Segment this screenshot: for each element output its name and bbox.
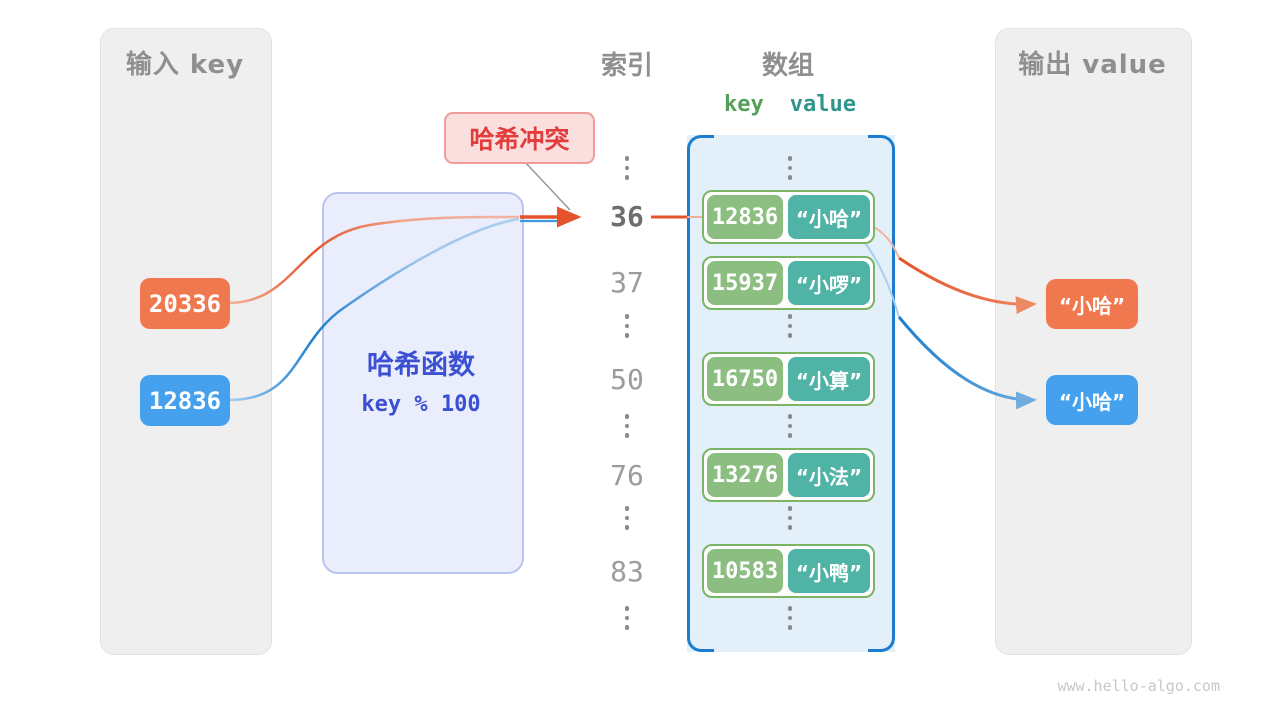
collision-label: 哈希冲突 [444, 112, 595, 164]
output-panel [995, 28, 1192, 655]
hash-function-box [322, 192, 524, 574]
array-row-key: 12836 [707, 195, 783, 239]
index-37: 37 [610, 266, 644, 299]
output-panel-title: 输出 value [1018, 50, 1167, 80]
array-key-header: key [724, 92, 764, 117]
index-36: 36 [610, 200, 644, 233]
array-row-key: 10583 [707, 549, 783, 593]
output-value-blue: “小哈” [1046, 375, 1138, 425]
array-ellipsis-icon [780, 606, 800, 630]
output-value-orange: “小哈” [1046, 279, 1138, 329]
array-value-header: value [789, 92, 856, 117]
array-row-key: 15937 [707, 261, 783, 305]
array-left-bracket [687, 135, 714, 652]
array-row-2: 16750 “小算” [702, 352, 875, 406]
array-row-value: “小法” [788, 453, 870, 497]
array-row-value: “小啰” [788, 261, 870, 305]
array-ellipsis-icon [780, 506, 800, 530]
input-panel-title: 输入 key [125, 50, 245, 80]
index-ellipsis-icon [617, 606, 637, 630]
array-ellipsis-icon [780, 314, 800, 338]
index-ellipsis-icon [617, 314, 637, 338]
array-ellipsis-icon [780, 414, 800, 438]
array-row-3: 13276 “小法” [702, 448, 875, 502]
array-row-key: 13276 [707, 453, 783, 497]
array-row-1: 15937 “小啰” [702, 256, 875, 310]
array-row-key: 16750 [707, 357, 783, 401]
index-50: 50 [610, 363, 644, 396]
array-title: 数组 [761, 51, 814, 81]
index-83: 83 [610, 555, 644, 588]
input-key-20336: 20336 [140, 278, 230, 329]
array-row-4: 10583 “小鸭” [702, 544, 875, 598]
array-right-bracket [868, 135, 895, 652]
array-row-value: “小哈” [788, 195, 870, 239]
array-row-value: “小算” [788, 357, 870, 401]
array-row-0: 12836 “小哈” [702, 190, 875, 244]
input-key-12836: 12836 [140, 375, 230, 426]
input-panel [100, 28, 272, 655]
index-ellipsis-icon [617, 156, 637, 180]
watermark: www.hello-algo.com [1057, 677, 1220, 695]
index-76: 76 [610, 459, 644, 492]
hash-function-formula: key % 100 [361, 392, 481, 417]
array-kv-header: key value [702, 92, 878, 117]
index-column-title: 索引 [600, 51, 653, 81]
index-ellipsis-icon [617, 506, 637, 530]
index-ellipsis-icon [617, 414, 637, 438]
hash-function-name: 哈希函数 [367, 350, 475, 381]
array-row-value: “小鸭” [788, 549, 870, 593]
array-ellipsis-icon [780, 156, 800, 180]
